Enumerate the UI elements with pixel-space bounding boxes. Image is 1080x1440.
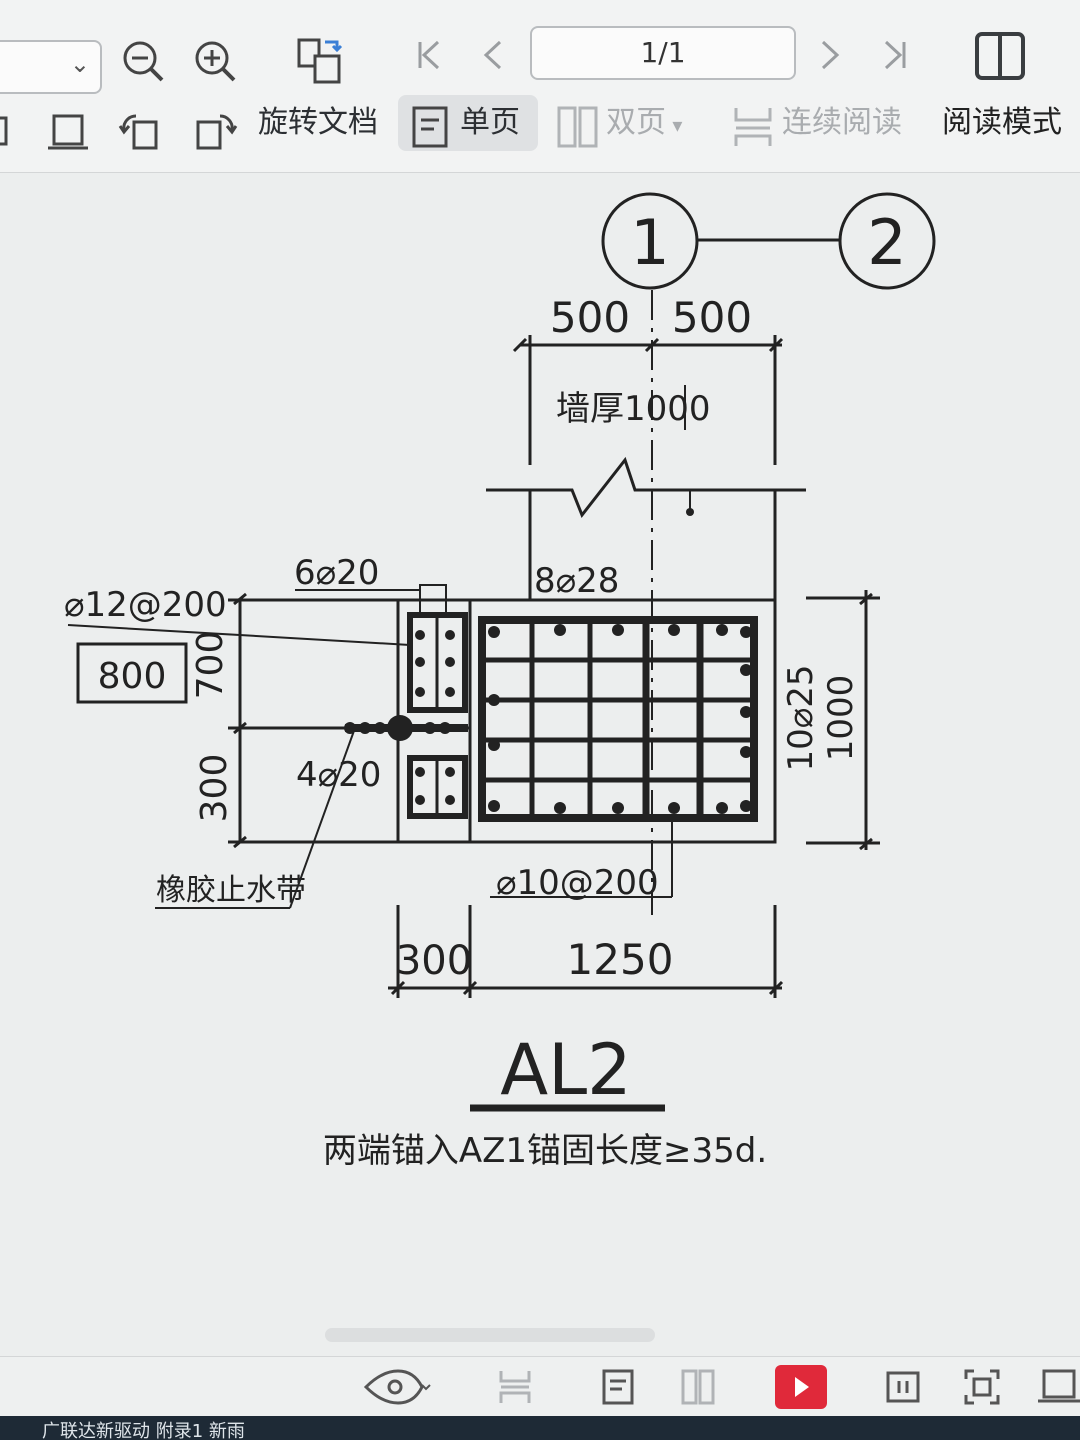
- continuous-icon[interactable]: [497, 1367, 533, 1411]
- status-bar: [0, 1356, 1080, 1417]
- last-page-icon[interactable]: [878, 38, 912, 72]
- rebar-label-12: ⌀12@200: [64, 585, 227, 625]
- waterstop-label: 橡胶止水带: [156, 873, 306, 908]
- toolbar: ⌄ 1/1 旋转文档 单页: [0, 0, 1080, 173]
- double-page-label: 双页: [606, 105, 666, 140]
- prev-page-icon[interactable]: [478, 38, 508, 72]
- dim-top-left: 500: [550, 293, 630, 342]
- fit-page-icon[interactable]: [46, 110, 90, 154]
- chevron-down-icon: ▾: [666, 113, 683, 137]
- dim-label-300-bottom: 300: [396, 938, 472, 984]
- fit-width-icon[interactable]: [0, 112, 18, 152]
- dim-label-300-left: 300: [194, 754, 235, 823]
- structural-drawing: 1 2 500 500 墙厚1000 6⌀20 8⌀28 ⌀12@200 800…: [64, 192, 936, 1171]
- note-box-800: [76, 642, 188, 704]
- reading-mode-button[interactable]: 阅读模式: [942, 105, 1062, 140]
- main-cage: [478, 616, 758, 822]
- dim-label-1000-right: 1000: [821, 675, 861, 762]
- next-page-icon[interactable]: [815, 38, 845, 72]
- horizontal-scrollbar[interactable]: [325, 1328, 655, 1342]
- rebar-label-4: 4⌀20: [296, 755, 381, 795]
- fullscreen-icon[interactable]: [1038, 1367, 1080, 1411]
- continuous-reading-button[interactable]: 连续阅读: [782, 105, 902, 140]
- zoom-select[interactable]: ⌄: [0, 40, 102, 94]
- rotate-left-icon[interactable]: [118, 110, 164, 154]
- rotate-document-button[interactable]: 旋转文档: [258, 105, 378, 140]
- leader-12: [67, 624, 411, 646]
- drawing-title: AL2: [500, 1029, 631, 1111]
- single-page-button-bg[interactable]: [398, 95, 538, 151]
- axis-label-2: 2: [867, 206, 906, 279]
- dim-label-700: 700: [190, 631, 231, 700]
- drawing-note: 两端锚入AZ1锚固长度≥35d.: [323, 1131, 767, 1171]
- continuous-icon[interactable]: [732, 104, 774, 150]
- first-page-icon[interactable]: [412, 38, 446, 72]
- box-label-800: 800: [98, 656, 167, 697]
- leader-waterstop: [289, 727, 356, 909]
- rebar-label-8: 8⌀28: [534, 561, 619, 601]
- book-icon[interactable]: [972, 28, 1028, 84]
- rotate-right-icon[interactable]: [192, 110, 238, 154]
- dim-label-1250: 1250: [567, 935, 674, 984]
- convert-icon[interactable]: [295, 34, 347, 86]
- dim-top-right: 500: [672, 293, 752, 342]
- stirrup-label: ⌀10@200: [496, 863, 659, 903]
- double-page-button[interactable]: 双页 ▾: [606, 100, 682, 148]
- document-canvas: 1 2 500 500 墙厚1000 6⌀20 8⌀28 ⌀12@200 800…: [0, 173, 1080, 1353]
- screenshot-icon[interactable]: [962, 1367, 1002, 1411]
- taskbar-text[interactable]: 广联达新驱动 附录1 新雨: [42, 1421, 245, 1440]
- single-page-icon[interactable]: [600, 1367, 636, 1411]
- page-indicator[interactable]: 1/1: [530, 26, 796, 80]
- double-page-icon[interactable]: [556, 104, 600, 150]
- zoom-in-icon[interactable]: [192, 38, 238, 84]
- axis-label-1: 1: [630, 206, 669, 279]
- taskbar: 广联达新驱动 附录1 新雨: [0, 1416, 1080, 1440]
- break-line: [486, 456, 806, 518]
- single-page-icon[interactable]: [410, 104, 452, 150]
- rebar-label-6: 6⌀20: [294, 553, 379, 593]
- chevron-down-icon: ⌄: [69, 50, 90, 78]
- single-page-button[interactable]: 单页: [460, 105, 520, 140]
- double-page-icon[interactable]: [680, 1367, 716, 1411]
- fit-icon[interactable]: [885, 1367, 921, 1411]
- wall-thickness-label: 墙厚1000: [556, 389, 711, 429]
- rebar-label-10: 10⌀25: [781, 665, 821, 772]
- eye-icon[interactable]: [362, 1367, 432, 1411]
- zoom-out-icon[interactable]: [120, 38, 166, 84]
- play-icon[interactable]: [775, 1365, 827, 1413]
